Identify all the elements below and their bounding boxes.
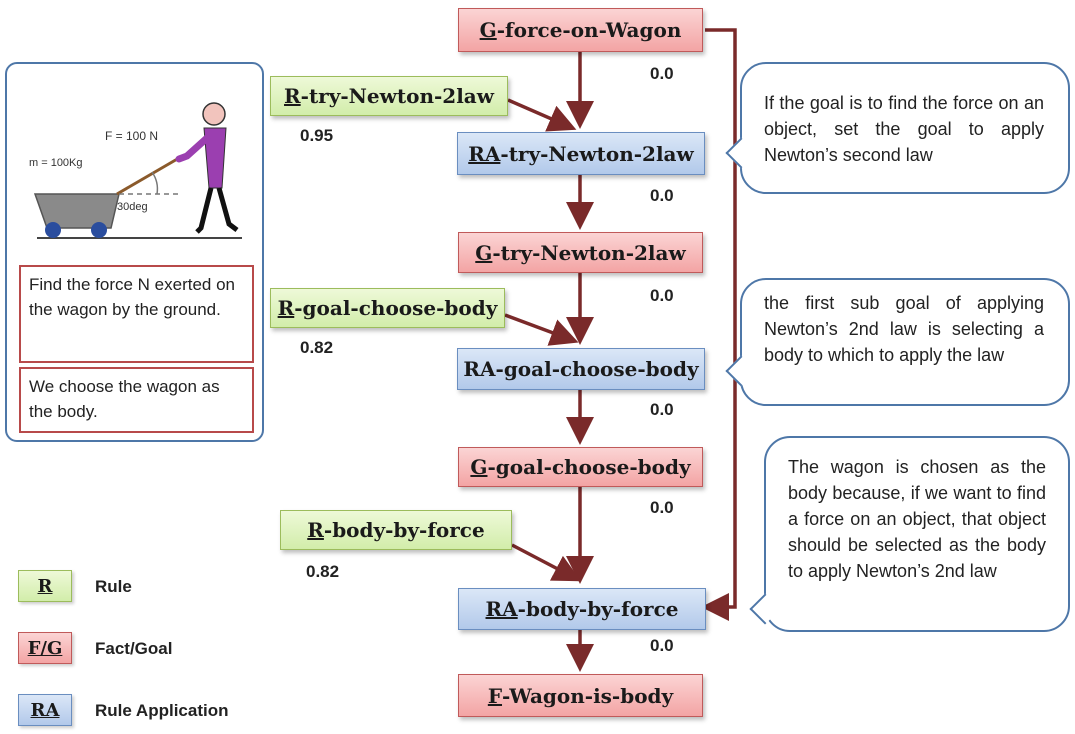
node-label: -goal-choose-body [487,455,691,479]
callout-newton-second-law: If the goal is to find the force on an o… [725,62,1070,194]
node-label: -body-by-force [323,518,485,542]
node-label: -try-Newton-2law [492,240,686,265]
angle-label: 30deg [117,201,148,213]
callout-text: the first sub goal of applying Newton’s … [764,293,1044,365]
arrow-g-force-to-ra-body [701,28,737,621]
value-label: 0.0 [650,400,674,419]
legend-label-rule-application: Rule Application [95,701,229,720]
arrow-r-try-to-ra-try [507,98,577,132]
arrow-r-body-to-ra-body [511,543,582,582]
callout-wagon-chosen: The wagon is chosen as the body because,… [749,436,1070,632]
value-label: 0.82 [306,562,340,581]
node-f-wagon-is-body: F-Wagon-is-body [458,674,703,717]
value-label: 0.0 [650,636,674,655]
legend-label-rule: Rule [95,577,132,596]
node-prefix: R [307,518,324,542]
callout-text: The wagon is chosen as the body because,… [788,457,1046,581]
force-label: F = 100 N [105,129,158,143]
node-g-force-on-wagon: G-force-on-Wagon [458,8,703,52]
mass-label: m = 100Kg [29,157,83,169]
node-label: -body-by-force [517,597,679,621]
node-prefix: F [487,683,503,708]
node-g-goal-choose-body: G-goal-choose-body [458,447,703,487]
body-choice-statement: We choose the wagon as the body. [19,367,254,433]
legend-swatch-rule: R [18,570,72,602]
legend-label-fact-goal: Fact/Goal [95,639,173,658]
value-label: 0.95 [300,126,334,145]
node-label: -Wagon-is-body [502,683,674,708]
node-r-body-by-force: R-body-by-force [280,510,512,550]
node-ra-goal-choose-body: RA-goal-choose-body [457,348,705,390]
wagon-illustration: F = 100 N m = 100Kg 30deg [29,102,242,239]
value-label: 0.0 [650,64,674,83]
problem-panel: F = 100 N m = 100Kg 30deg Find the force… [5,62,264,442]
arrow-r-goal-to-ra-goal [504,313,579,346]
node-r-try-newton-2law: R-try-Newton-2law [270,76,508,116]
callout-first-subgoal: the first sub goal of applying Newton’s … [725,278,1070,406]
callout-text: If the goal is to find the force on an o… [764,93,1044,165]
node-label: -try-Newton-2law [300,84,494,108]
choice-text: We choose the wagon as the body. [29,377,220,421]
node-prefix: RA [468,141,501,166]
node-prefix: R [284,84,301,108]
node-label: -force-on-Wagon [496,18,682,42]
node-ra-body-by-force: RA-body-by-force [458,588,706,630]
value-label: 0.0 [650,498,674,517]
value-label: 0.0 [650,286,674,305]
value-label: 0.0 [650,186,674,205]
node-g-try-newton-2law: G-try-Newton-2law [458,232,703,273]
legend-swatch-rule-application: RA [18,694,72,726]
node-label: RA-goal-choose-body [463,357,699,381]
node-r-goal-choose-body: R-goal-choose-body [270,288,505,328]
problem-text: Find the force N exerted on the wagon by… [29,275,236,319]
node-label: -try-Newton-2law [500,141,694,166]
node-prefix: R [277,296,295,320]
node-ra-try-newton-2law: RA-try-Newton-2law [457,132,705,175]
legend-swatch-fact-goal: F/G [18,632,72,664]
node-prefix: G [479,18,497,42]
node-prefix: G [475,240,493,265]
problem-statement: Find the force N exerted on the wagon by… [19,265,254,363]
node-label: -goal-choose-body [294,296,498,320]
node-prefix: G [470,455,488,479]
value-label: 0.82 [300,338,334,357]
node-prefix: RA [485,597,518,621]
